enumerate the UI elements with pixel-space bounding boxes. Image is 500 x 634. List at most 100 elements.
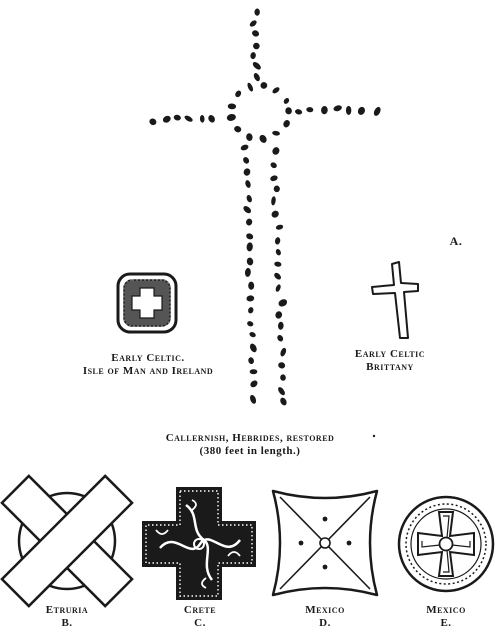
caption-mexico-e: Mexico E.	[406, 604, 486, 630]
standing-stone	[226, 114, 236, 121]
caption-letter: C.	[194, 617, 206, 629]
standing-stone	[227, 103, 237, 110]
standing-stone	[275, 284, 281, 292]
callernish-stone-cross	[149, 8, 381, 406]
standing-stone	[248, 281, 255, 290]
standing-stone	[280, 347, 287, 357]
standing-stone	[295, 109, 303, 115]
standing-stone	[250, 52, 256, 60]
standing-stone	[270, 162, 277, 169]
caption-name: Mexico	[426, 604, 466, 616]
standing-stone	[244, 267, 251, 277]
standing-stone	[277, 335, 284, 342]
standing-stone	[283, 120, 290, 128]
standing-stone	[345, 105, 352, 116]
standing-stone	[250, 394, 257, 404]
caption-letter: D.	[319, 617, 331, 629]
standing-stone	[275, 311, 283, 319]
standing-stone	[250, 380, 258, 388]
caption-mexico-d: Mexico D.	[285, 604, 365, 630]
standing-stone	[278, 299, 288, 307]
standing-stone	[280, 374, 286, 381]
standing-stone	[306, 107, 314, 113]
standing-stone	[234, 126, 242, 133]
standing-stone	[252, 62, 261, 70]
standing-stone	[270, 175, 278, 182]
standing-stone	[253, 42, 260, 50]
standing-stone	[162, 115, 171, 123]
standing-stone	[321, 106, 328, 115]
caption-name: Crete	[183, 604, 217, 616]
standing-stone	[275, 249, 281, 256]
standing-stone	[240, 144, 249, 151]
standing-stone	[208, 115, 215, 123]
caption-line: Brittany	[366, 361, 414, 373]
standing-stone	[272, 87, 280, 94]
standing-stone	[235, 90, 242, 98]
standing-stone	[285, 107, 292, 115]
standing-stone	[173, 114, 181, 121]
standing-stone	[249, 369, 258, 375]
caption-etruria: Etruria B.	[27, 604, 107, 630]
standing-stone	[246, 257, 254, 266]
standing-stone	[246, 242, 253, 252]
standing-stone	[280, 397, 287, 406]
caption-name: Mexico	[305, 604, 345, 616]
celtic-isle-of-man-cross-icon	[116, 272, 178, 334]
standing-stone	[243, 168, 251, 176]
standing-stone	[283, 97, 290, 104]
standing-stone	[249, 20, 257, 27]
caption-callernish: Callernish, Hebrides, restored (380 feet…	[130, 432, 370, 458]
mexico-e-cross-icon	[397, 495, 495, 593]
stray-mark	[372, 434, 376, 438]
standing-stone	[243, 206, 252, 214]
standing-stone	[247, 82, 254, 92]
caption-celtic-brittany: Early Celtic Brittany	[330, 348, 450, 374]
standing-stone	[278, 387, 285, 396]
standing-stone	[259, 134, 267, 143]
standing-stone	[271, 210, 279, 218]
caption-line: Early Celtic	[354, 348, 426, 360]
caption-letter: B.	[61, 617, 73, 629]
standing-stone	[246, 233, 254, 240]
caption-line: (380 feet in length.)	[199, 445, 301, 457]
standing-stone	[274, 237, 281, 245]
standing-stone	[274, 272, 282, 280]
standing-stone	[248, 357, 254, 365]
standing-stone	[274, 261, 282, 267]
standing-stone	[273, 185, 280, 193]
standing-stone	[246, 218, 253, 226]
standing-stone	[333, 105, 342, 112]
standing-stone	[248, 307, 254, 314]
standing-stone	[243, 157, 250, 164]
celtic-brittany-cross-icon	[371, 261, 419, 339]
standing-stone	[271, 196, 276, 206]
figure-letter-a: A.	[449, 234, 463, 248]
standing-stone	[199, 115, 205, 123]
standing-stone	[357, 106, 365, 115]
caption-line: Isle of Man and Ireland	[82, 365, 214, 377]
standing-stone	[184, 115, 193, 122]
standing-stone	[247, 321, 254, 327]
crete-cross-icon	[142, 487, 256, 600]
standing-stone	[275, 224, 284, 230]
standing-stone	[246, 133, 253, 141]
caption-crete: Crete C.	[160, 604, 240, 630]
standing-stone	[246, 195, 252, 203]
standing-stone	[272, 130, 280, 136]
etruria-cross-icon	[0, 474, 134, 608]
standing-stone	[260, 82, 268, 89]
caption-letter: E.	[440, 617, 452, 629]
caption-line: Early Celtic.	[111, 352, 185, 364]
standing-stone	[252, 30, 260, 37]
standing-stone	[254, 8, 260, 16]
standing-stone	[249, 332, 256, 338]
standing-stone	[253, 73, 260, 82]
standing-stone	[277, 321, 284, 330]
caption-line: Callernish, Hebrides, restored	[165, 432, 335, 444]
caption-celtic-isle-of-man: Early Celtic. Isle of Man and Ireland	[48, 352, 248, 378]
standing-stone	[249, 343, 257, 353]
mexico-d-cross-icon	[271, 489, 379, 597]
caption-name: Etruria	[45, 604, 89, 616]
